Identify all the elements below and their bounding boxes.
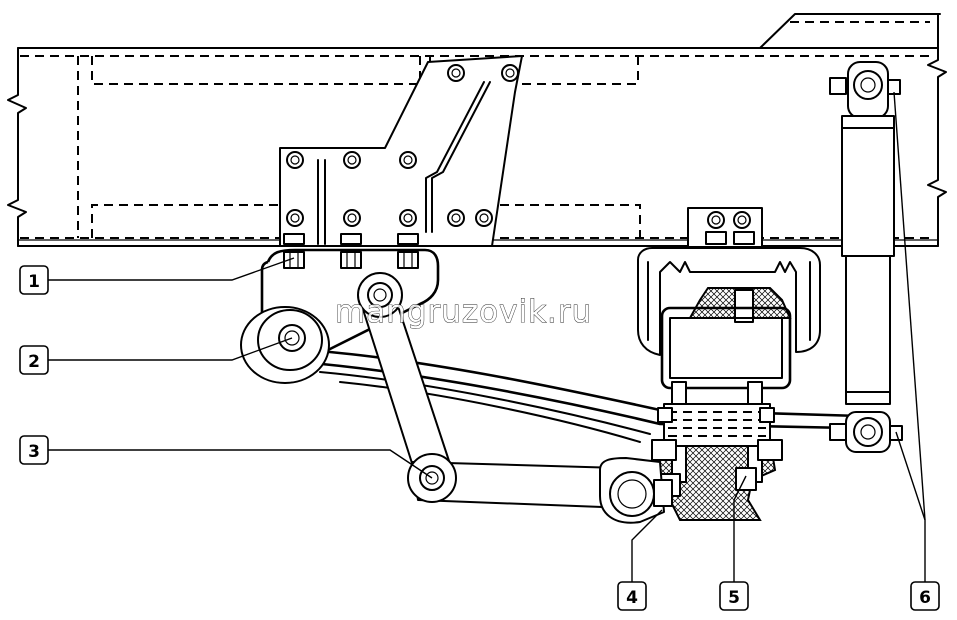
frame-rail xyxy=(7,13,947,247)
svg-text:5: 5 xyxy=(728,588,740,608)
svg-text:1: 1 xyxy=(28,272,40,292)
spring-stop-bracket xyxy=(637,247,821,356)
callout-2: 2 xyxy=(19,345,49,375)
callout-1: 1 xyxy=(19,265,49,295)
callout-3: 3 xyxy=(19,435,49,465)
front-spring-bracket xyxy=(260,55,523,359)
bracket-bolt xyxy=(475,209,493,227)
bracket-bolt xyxy=(343,209,361,227)
bracket-bolt xyxy=(399,209,417,227)
rod-end-eye xyxy=(599,457,673,524)
bracket-bolt xyxy=(399,151,417,169)
callout-4: 4 xyxy=(617,581,647,611)
callout-6: 6 xyxy=(910,581,940,611)
svg-text:3: 3 xyxy=(28,442,40,462)
svg-text:2: 2 xyxy=(28,352,40,372)
spring-eye-bushing xyxy=(240,306,330,384)
bracket-bolt xyxy=(286,151,304,169)
bracket-bolt xyxy=(707,211,725,229)
bracket-bolt xyxy=(501,64,519,82)
watermark: mangruzovik.ru xyxy=(335,294,592,330)
bracket-bolt xyxy=(447,64,465,82)
leader-lines xyxy=(48,91,926,582)
rubber-bump-stop xyxy=(660,287,792,390)
u-bolt xyxy=(651,381,783,497)
shock-absorber xyxy=(829,61,903,453)
bracket-bolt xyxy=(733,211,751,229)
svg-text:6: 6 xyxy=(919,588,931,608)
rear-frame-bracket xyxy=(687,207,763,246)
callout-5: 5 xyxy=(719,581,749,611)
svg-text:4: 4 xyxy=(626,588,638,608)
bracket-bolt xyxy=(447,209,465,227)
torque-rod xyxy=(357,272,629,509)
leaf-spring xyxy=(299,348,861,443)
bracket-bolt xyxy=(343,151,361,169)
bracket-bolt xyxy=(286,209,304,227)
